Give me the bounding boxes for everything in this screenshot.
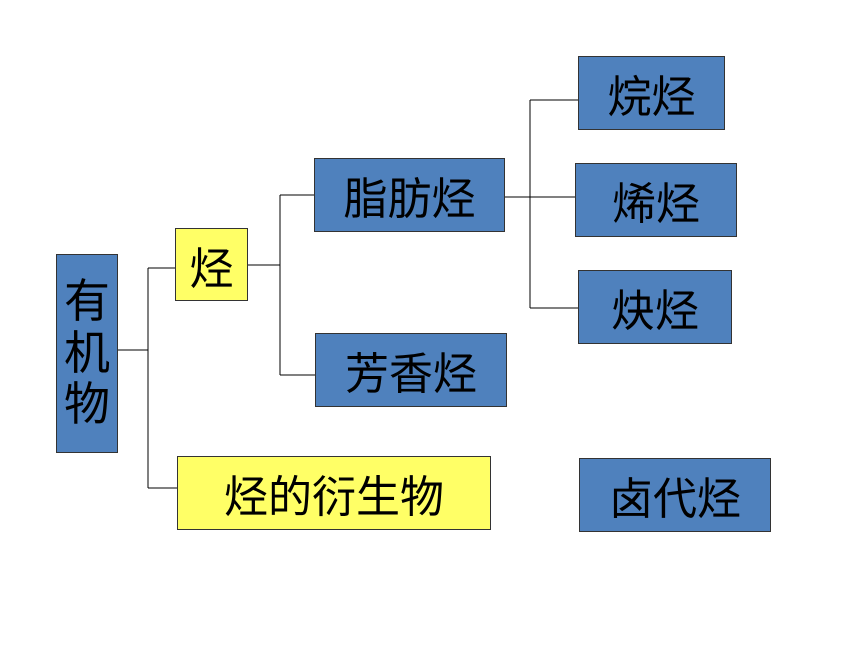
node-alkyne: 炔烃: [578, 270, 732, 344]
node-hydrocarbon: 烃: [175, 228, 248, 301]
node-halogenated-hydrocarbon: 卤代烃: [579, 458, 771, 532]
node-organic-char-3: 物: [64, 377, 110, 432]
node-alkene: 烯烃: [575, 163, 737, 237]
node-aromatic-hydrocarbon: 芳香烃: [315, 333, 507, 407]
node-organic-compound: 有 机 物: [56, 254, 118, 453]
node-aliphatic-hydrocarbon: 脂肪烃: [314, 158, 505, 232]
node-organic-char-2: 机: [64, 325, 110, 380]
node-alkane: 烷烃: [578, 56, 725, 130]
node-hydrocarbon-derivative: 烃的衍生物: [177, 456, 491, 530]
node-organic-char-1: 有: [64, 274, 110, 329]
